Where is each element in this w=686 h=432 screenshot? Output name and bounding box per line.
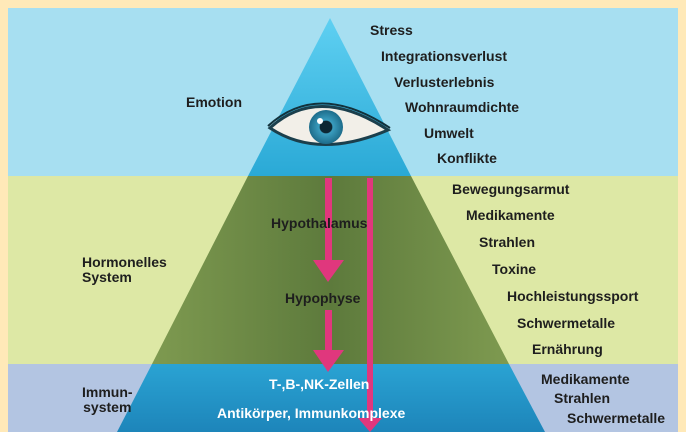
- immune-inside-label: T-,B-,NK-Zellen: [269, 377, 369, 392]
- immune-inside-label: Antikörper, Immunkomplexe: [217, 406, 405, 421]
- immune-factor: Strahlen: [554, 391, 610, 406]
- immune-factor: Schwermetalle: [567, 411, 665, 426]
- hormonal-inside-label: Hypophyse: [285, 291, 360, 306]
- hormonal-factor: Hochleistungssport: [507, 289, 638, 304]
- emotion-factor: Integrationsverlust: [381, 49, 507, 64]
- hormonal-factor: Toxine: [492, 262, 536, 277]
- pyramid-bottom: [117, 364, 545, 432]
- emotion-factor: Wohnraumdichte: [405, 100, 519, 115]
- immune-factor: Medikamente: [541, 372, 630, 387]
- hormonal-factor: Strahlen: [479, 235, 535, 250]
- hormonal-factor: Medikamente: [466, 208, 555, 223]
- level-title-hormonal: Hormonelles System: [82, 255, 167, 285]
- emotion-factor: Umwelt: [424, 126, 474, 141]
- level-title-immune: Immun- system: [82, 385, 133, 415]
- emotion-factor: Stress: [370, 23, 413, 38]
- emotion-factor: Verlusterlebnis: [394, 75, 494, 90]
- hormonal-factor: Bewegungsarmut: [452, 182, 569, 197]
- level-title-emotion: Emotion: [186, 95, 242, 110]
- hormonal-factor: Ernährung: [532, 342, 603, 357]
- hormonal-inside-label: Hypothalamus: [271, 216, 367, 231]
- hormonal-factor: Schwermetalle: [517, 316, 615, 331]
- emotion-factor: Konflikte: [437, 151, 497, 166]
